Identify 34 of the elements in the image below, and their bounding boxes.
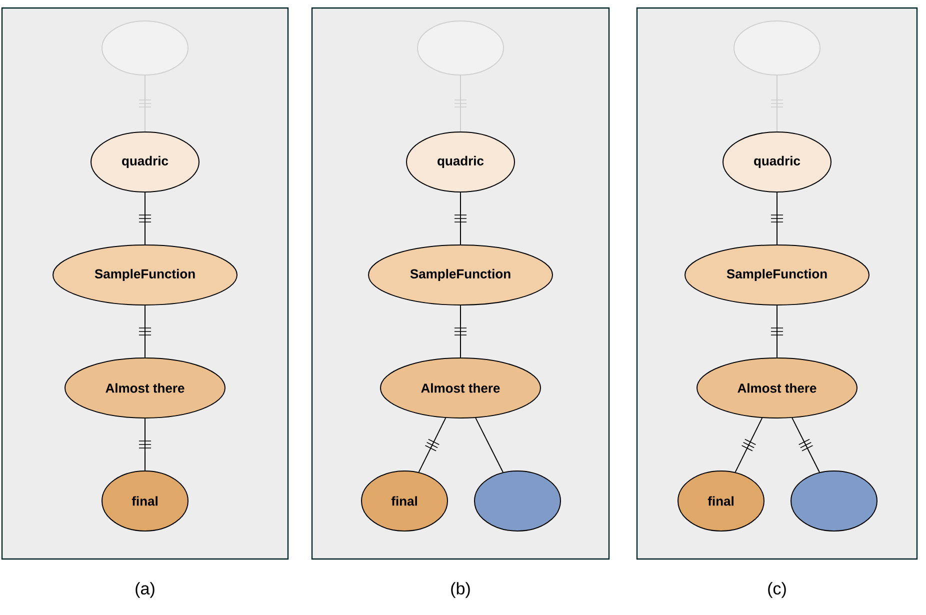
ellipse-node: quadric <box>90 132 200 192</box>
connector <box>138 304 152 358</box>
connector <box>770 192 784 245</box>
ellipse-node: quadric <box>406 132 515 192</box>
ellipse-node: final <box>102 470 188 532</box>
ellipse-node: final <box>361 470 448 532</box>
ellipse-node: SampleFunction <box>368 244 553 306</box>
empty-ellipse <box>102 20 188 76</box>
connector <box>138 418 152 471</box>
ellipse-node: SampleFunction <box>684 244 870 306</box>
connector <box>770 304 784 358</box>
connector <box>454 192 467 245</box>
connector <box>454 74 467 132</box>
panel-caption: (a) <box>136 582 154 598</box>
empty-ellipse <box>474 470 561 532</box>
connector <box>138 74 152 132</box>
connector <box>418 417 446 473</box>
connector <box>734 417 763 473</box>
ellipse-node: Almost there <box>64 357 226 418</box>
connector <box>770 74 784 132</box>
empty-ellipse <box>417 20 504 76</box>
ellipse-node: SampleFunction <box>52 244 238 306</box>
panel-caption: (b) <box>451 582 470 598</box>
ellipse-node: quadric <box>722 132 832 192</box>
connector <box>792 417 820 473</box>
ellipse-node: Almost there <box>696 357 858 418</box>
connector <box>475 417 504 473</box>
ellipse-node: final <box>678 470 764 532</box>
panel-caption: (c) <box>768 582 786 598</box>
connector <box>454 304 467 358</box>
empty-ellipse <box>790 470 878 532</box>
connector <box>138 192 152 245</box>
empty-ellipse <box>734 20 820 76</box>
ellipse-node: Almost there <box>380 357 541 418</box>
